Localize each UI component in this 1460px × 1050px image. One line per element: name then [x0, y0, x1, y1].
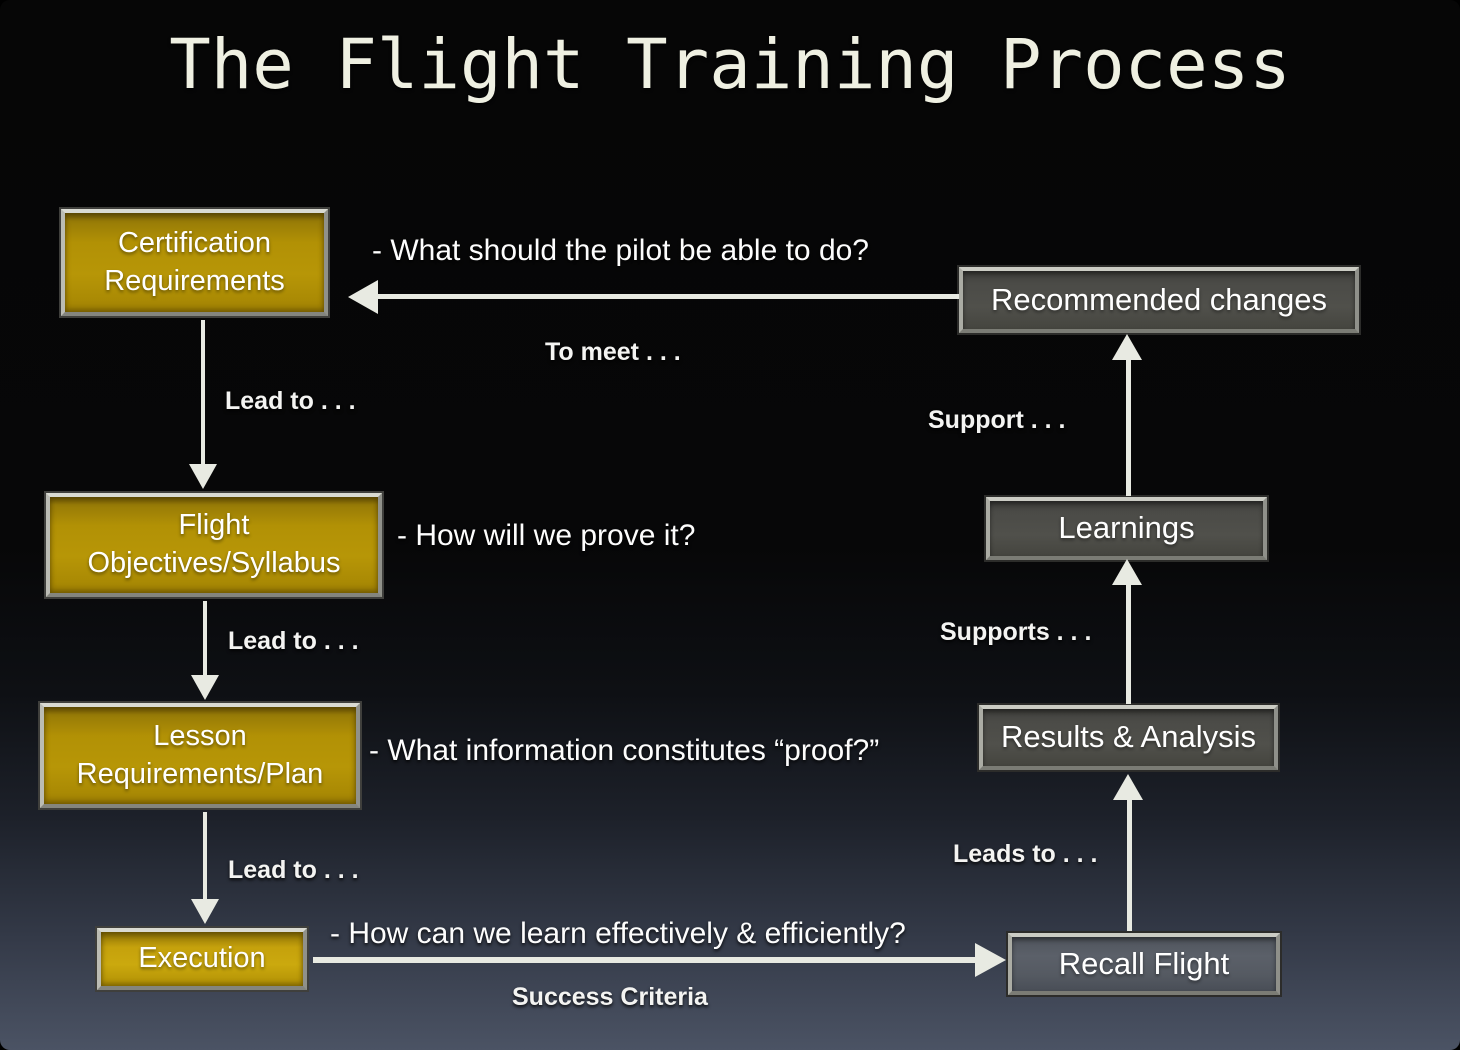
process-box-certification-requirements: Certification Requirements [61, 209, 328, 316]
feedback-box-learnings: Learnings [986, 497, 1267, 560]
connector-label-support: Support . . . [928, 406, 1066, 434]
connector-line-recommended-to-certification [372, 294, 959, 299]
feedback-box-recall-flight: Recall Flight [1008, 933, 1280, 995]
question-lesson: - What information constitutes “proof?” [369, 734, 880, 767]
arrowhead-down-icon [189, 464, 217, 489]
process-box-lesson-label: Lesson Requirements/Plan [76, 719, 324, 790]
connector-label-success-criteria: Success Criteria [512, 983, 708, 1011]
feedback-box-results-analysis: Results & Analysis [979, 705, 1278, 770]
process-box-execution: Execution [97, 928, 307, 990]
connector-line-learnings-to-recommended [1126, 360, 1131, 496]
feedback-box-recall-label: Recall Flight [1058, 945, 1230, 981]
connector-line-flight-to-lesson [203, 601, 207, 679]
question-certification: - What should the pilot be able to do? [372, 234, 869, 267]
slide-title: The Flight Training Process [169, 25, 1291, 105]
arrowhead-right-icon [975, 943, 1006, 977]
arrowhead-up-icon [1113, 774, 1143, 800]
connector-label-lead-to-1: Lead to . . . [225, 387, 356, 415]
connector-label-lead-to-2: Lead to . . . [228, 627, 359, 655]
connector-label-lead-to-3: Lead to . . . [228, 856, 359, 884]
process-box-flight-objectives-syllabus: Flight Objectives/Syllabus [46, 493, 382, 597]
connector-line-recall-to-results [1127, 796, 1132, 931]
feedback-box-recommended-changes: Recommended changes [959, 267, 1359, 333]
feedback-box-learnings-label: Learnings [1058, 510, 1195, 546]
connector-line-lesson-to-execution [203, 812, 207, 902]
process-box-execution-label: Execution [138, 942, 266, 975]
connector-line-execution-to-recall [313, 957, 980, 963]
connector-line-results-to-learnings [1126, 585, 1131, 704]
arrowhead-up-icon [1112, 559, 1142, 585]
question-flight: - How will we prove it? [397, 519, 696, 552]
connector-label-leads-to: Leads to . . . [953, 840, 1098, 868]
connector-line-certification-to-flight [201, 320, 205, 466]
process-box-lesson-requirements-plan: Lesson Requirements/Plan [40, 703, 360, 808]
question-execution: - How can we learn effectively & efficie… [330, 917, 906, 950]
process-box-flight-label: Flight Objectives/Syllabus [87, 509, 341, 579]
connector-label-supports: Supports . . . [940, 618, 1092, 646]
arrowhead-left-icon [348, 280, 378, 314]
process-box-certification-label: Certification Requirements [104, 226, 285, 297]
arrowhead-down-icon [191, 899, 219, 924]
connector-label-to-meet: To meet . . . [545, 338, 681, 366]
arrowhead-up-icon [1112, 334, 1142, 360]
feedback-box-recommended-label: Recommended changes [990, 281, 1328, 317]
feedback-box-results-label: Results & Analysis [1001, 719, 1256, 755]
arrowhead-down-icon [191, 675, 219, 700]
